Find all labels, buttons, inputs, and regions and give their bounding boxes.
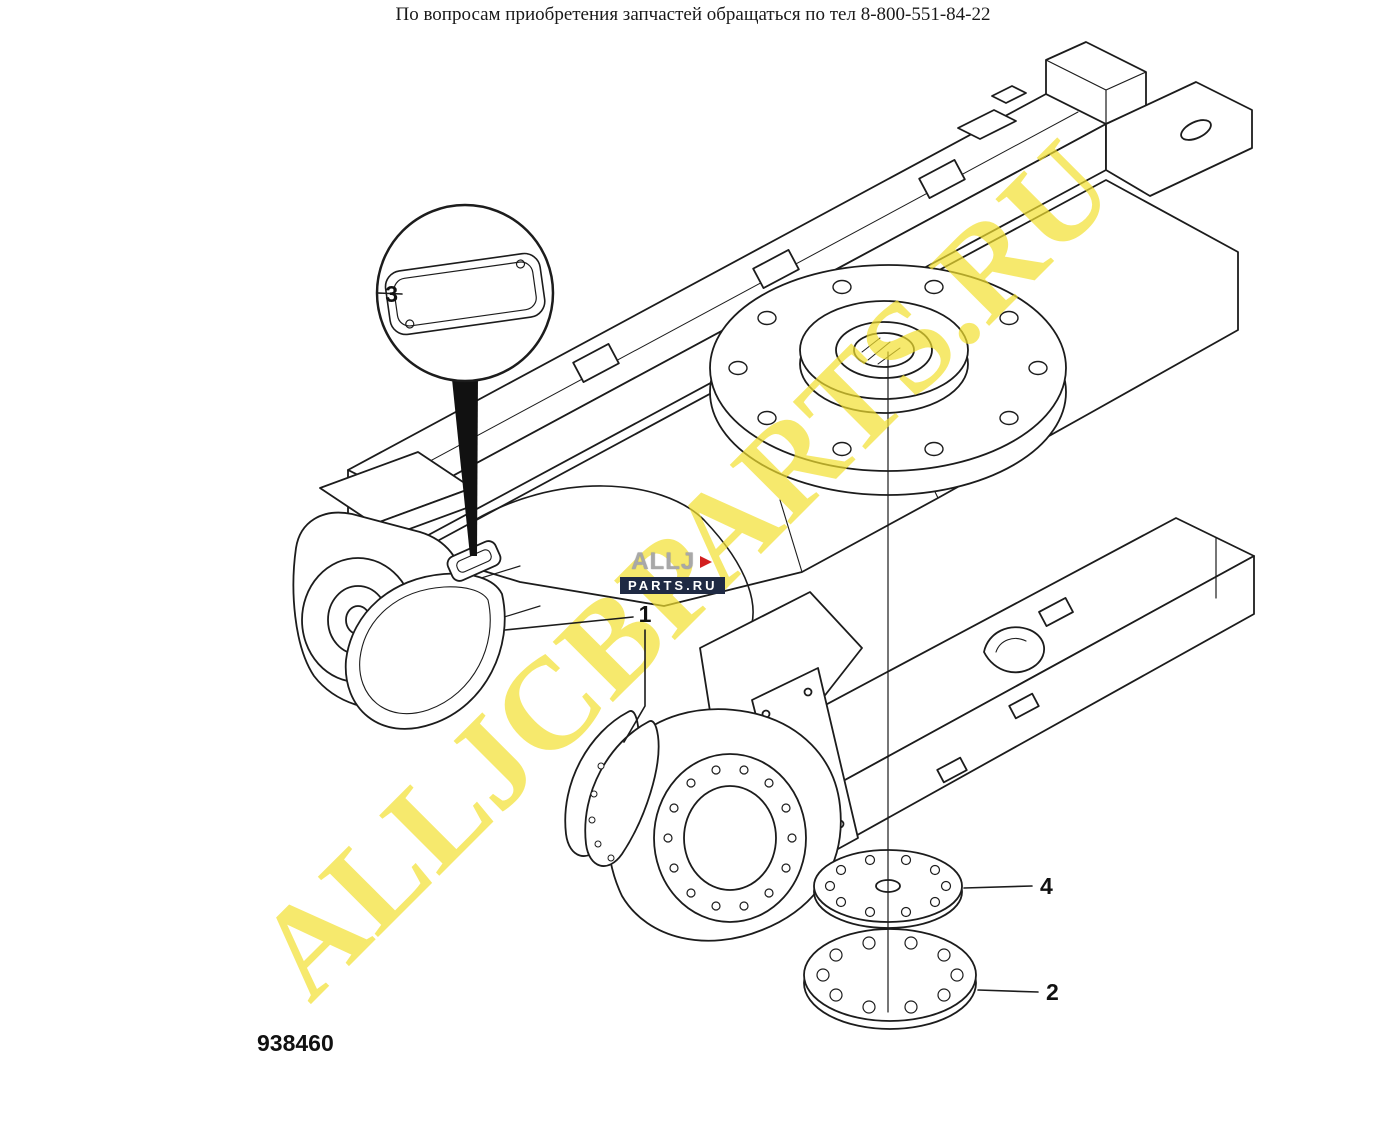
annotations: 3 1 4 2 <box>375 203 1059 1005</box>
callout-1-label: 1 <box>639 601 652 627</box>
logo-top-text: ALLJ <box>631 548 696 575</box>
callout-2-label: 2 <box>1046 979 1059 1005</box>
thin-cover-plate <box>584 720 660 867</box>
callout-4-leader <box>963 885 1033 889</box>
cover-plate-part-3 <box>384 252 546 336</box>
callout-1-leader-b <box>623 629 646 743</box>
near-idler-housing <box>606 708 842 942</box>
balloon-pointer <box>452 375 478 556</box>
callout-3-label: 3 <box>385 281 398 307</box>
logo-bottom-text: PARTS.RU <box>620 577 726 594</box>
red-arrow-icon <box>700 556 713 568</box>
callout-1-leader-a <box>504 616 634 631</box>
callout-3-leader <box>377 292 403 295</box>
callout-2-leader <box>977 989 1039 993</box>
detail-balloon <box>375 203 555 556</box>
callout-4-label: 4 <box>1040 873 1053 899</box>
near-beam <box>755 517 1255 849</box>
part-number: 938460 <box>257 1030 334 1056</box>
teardrop-cover-plate <box>344 572 506 730</box>
disc-part-2 <box>803 928 977 1030</box>
machine-drawing <box>292 41 1255 1030</box>
header-text: По вопросам приобретения запчастей обращ… <box>395 4 991 25</box>
site-logo: ALLJ PARTS.RU <box>620 548 726 594</box>
